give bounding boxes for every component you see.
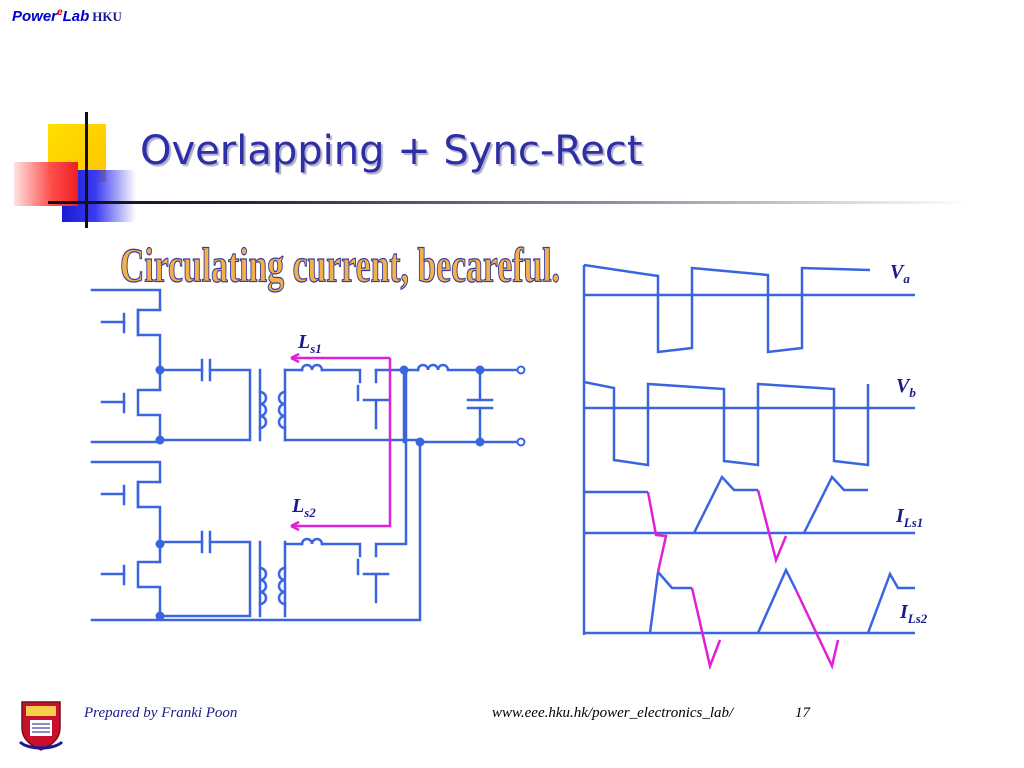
waveform-plots: Va Vb ILs1 ILs2 — [582, 261, 928, 671]
circuit-schematic: Ls1 Ls2 — [90, 288, 526, 622]
title-underline — [48, 201, 968, 204]
ils1-overlap-a — [646, 491, 668, 573]
ils1-label: ILs1 — [895, 505, 923, 530]
brand-lab: Lab — [62, 8, 90, 25]
footer-prepared-by: Prepared by Franki Poon — [84, 705, 238, 721]
brand-power: Power — [12, 8, 58, 25]
university-crest-icon — [18, 701, 64, 751]
warning-banner-text: Circulating current, becareful. — [120, 239, 560, 292]
ils1-overlap-b — [756, 489, 788, 564]
brand-org: HKU — [92, 9, 122, 24]
footer-page-number: 17 — [795, 705, 810, 721]
va-trace — [583, 263, 871, 354]
va-label: Va — [890, 261, 910, 286]
ls2-label: Ls2 — [291, 495, 316, 520]
ils2-overlap-a — [690, 587, 722, 671]
ls1-label: Ls1 — [297, 331, 322, 356]
vb-trace — [583, 380, 870, 467]
warning-banner: Circulating current, becareful. — [119, 238, 560, 293]
ils2-overlap-b — [794, 589, 840, 670]
brand-sup: e — [57, 7, 63, 18]
ils2-label: ILs2 — [899, 601, 928, 626]
slide-title: Overlapping + Sync-Rect — [140, 128, 643, 174]
footer-url: www.eee.hku.hk/power_electronics_lab/ — [492, 705, 734, 721]
deco-red-square — [14, 162, 78, 206]
vb-label: Vb — [896, 375, 916, 400]
deco-vertical-rule — [85, 112, 88, 228]
